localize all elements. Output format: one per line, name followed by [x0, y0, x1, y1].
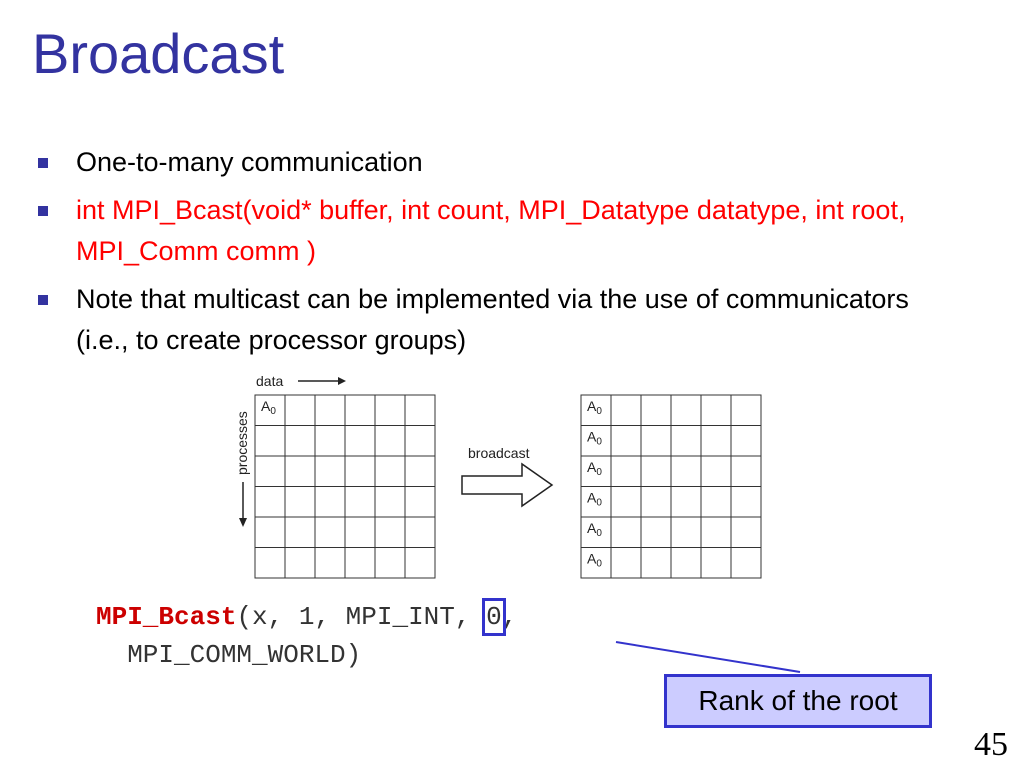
code-args-before: (x, 1, MPI_INT, — [236, 602, 487, 632]
data-arrow-head-icon — [338, 377, 346, 385]
bullet-list: One-to-many communication int MPI_Bcast(… — [36, 142, 936, 368]
rank-of-root-callout: Rank of the root — [664, 674, 932, 728]
bullet-item: One-to-many communication — [36, 142, 936, 183]
processes-axis-label: processes — [234, 411, 250, 475]
slide-title: Broadcast — [32, 22, 285, 85]
broadcast-arrow-icon — [461, 462, 554, 508]
square-bullet-icon — [38, 158, 48, 168]
data-axis-label: data — [256, 373, 283, 389]
processes-arrow-head-icon — [239, 518, 247, 527]
square-bullet-icon — [38, 206, 48, 216]
bullet-text: Note that multicast can be implemented v… — [76, 284, 909, 355]
code-example: MPI_Bcast(x, 1, MPI_INT, 0, MPI_COMM_WOR… — [96, 598, 517, 674]
bullet-text: int MPI_Bcast(void* buffer, int count, M… — [76, 195, 906, 266]
left-grid: A0 — [254, 394, 436, 579]
page-number: 45 — [974, 726, 1008, 763]
code-function-name: MPI_Bcast — [96, 602, 237, 632]
code-args-after: , — [501, 602, 518, 632]
bullet-item: int MPI_Bcast(void* buffer, int count, M… — [36, 190, 936, 272]
bullet-text: One-to-many communication — [76, 147, 423, 177]
square-bullet-icon — [38, 295, 48, 305]
code-root-arg: 0 — [482, 598, 506, 636]
callout-pointer-line — [615, 641, 801, 673]
code-line-2: MPI_COMM_WORLD) — [96, 640, 362, 670]
broadcast-label: broadcast — [468, 445, 530, 461]
bullet-item: Note that multicast can be implemented v… — [36, 279, 936, 361]
